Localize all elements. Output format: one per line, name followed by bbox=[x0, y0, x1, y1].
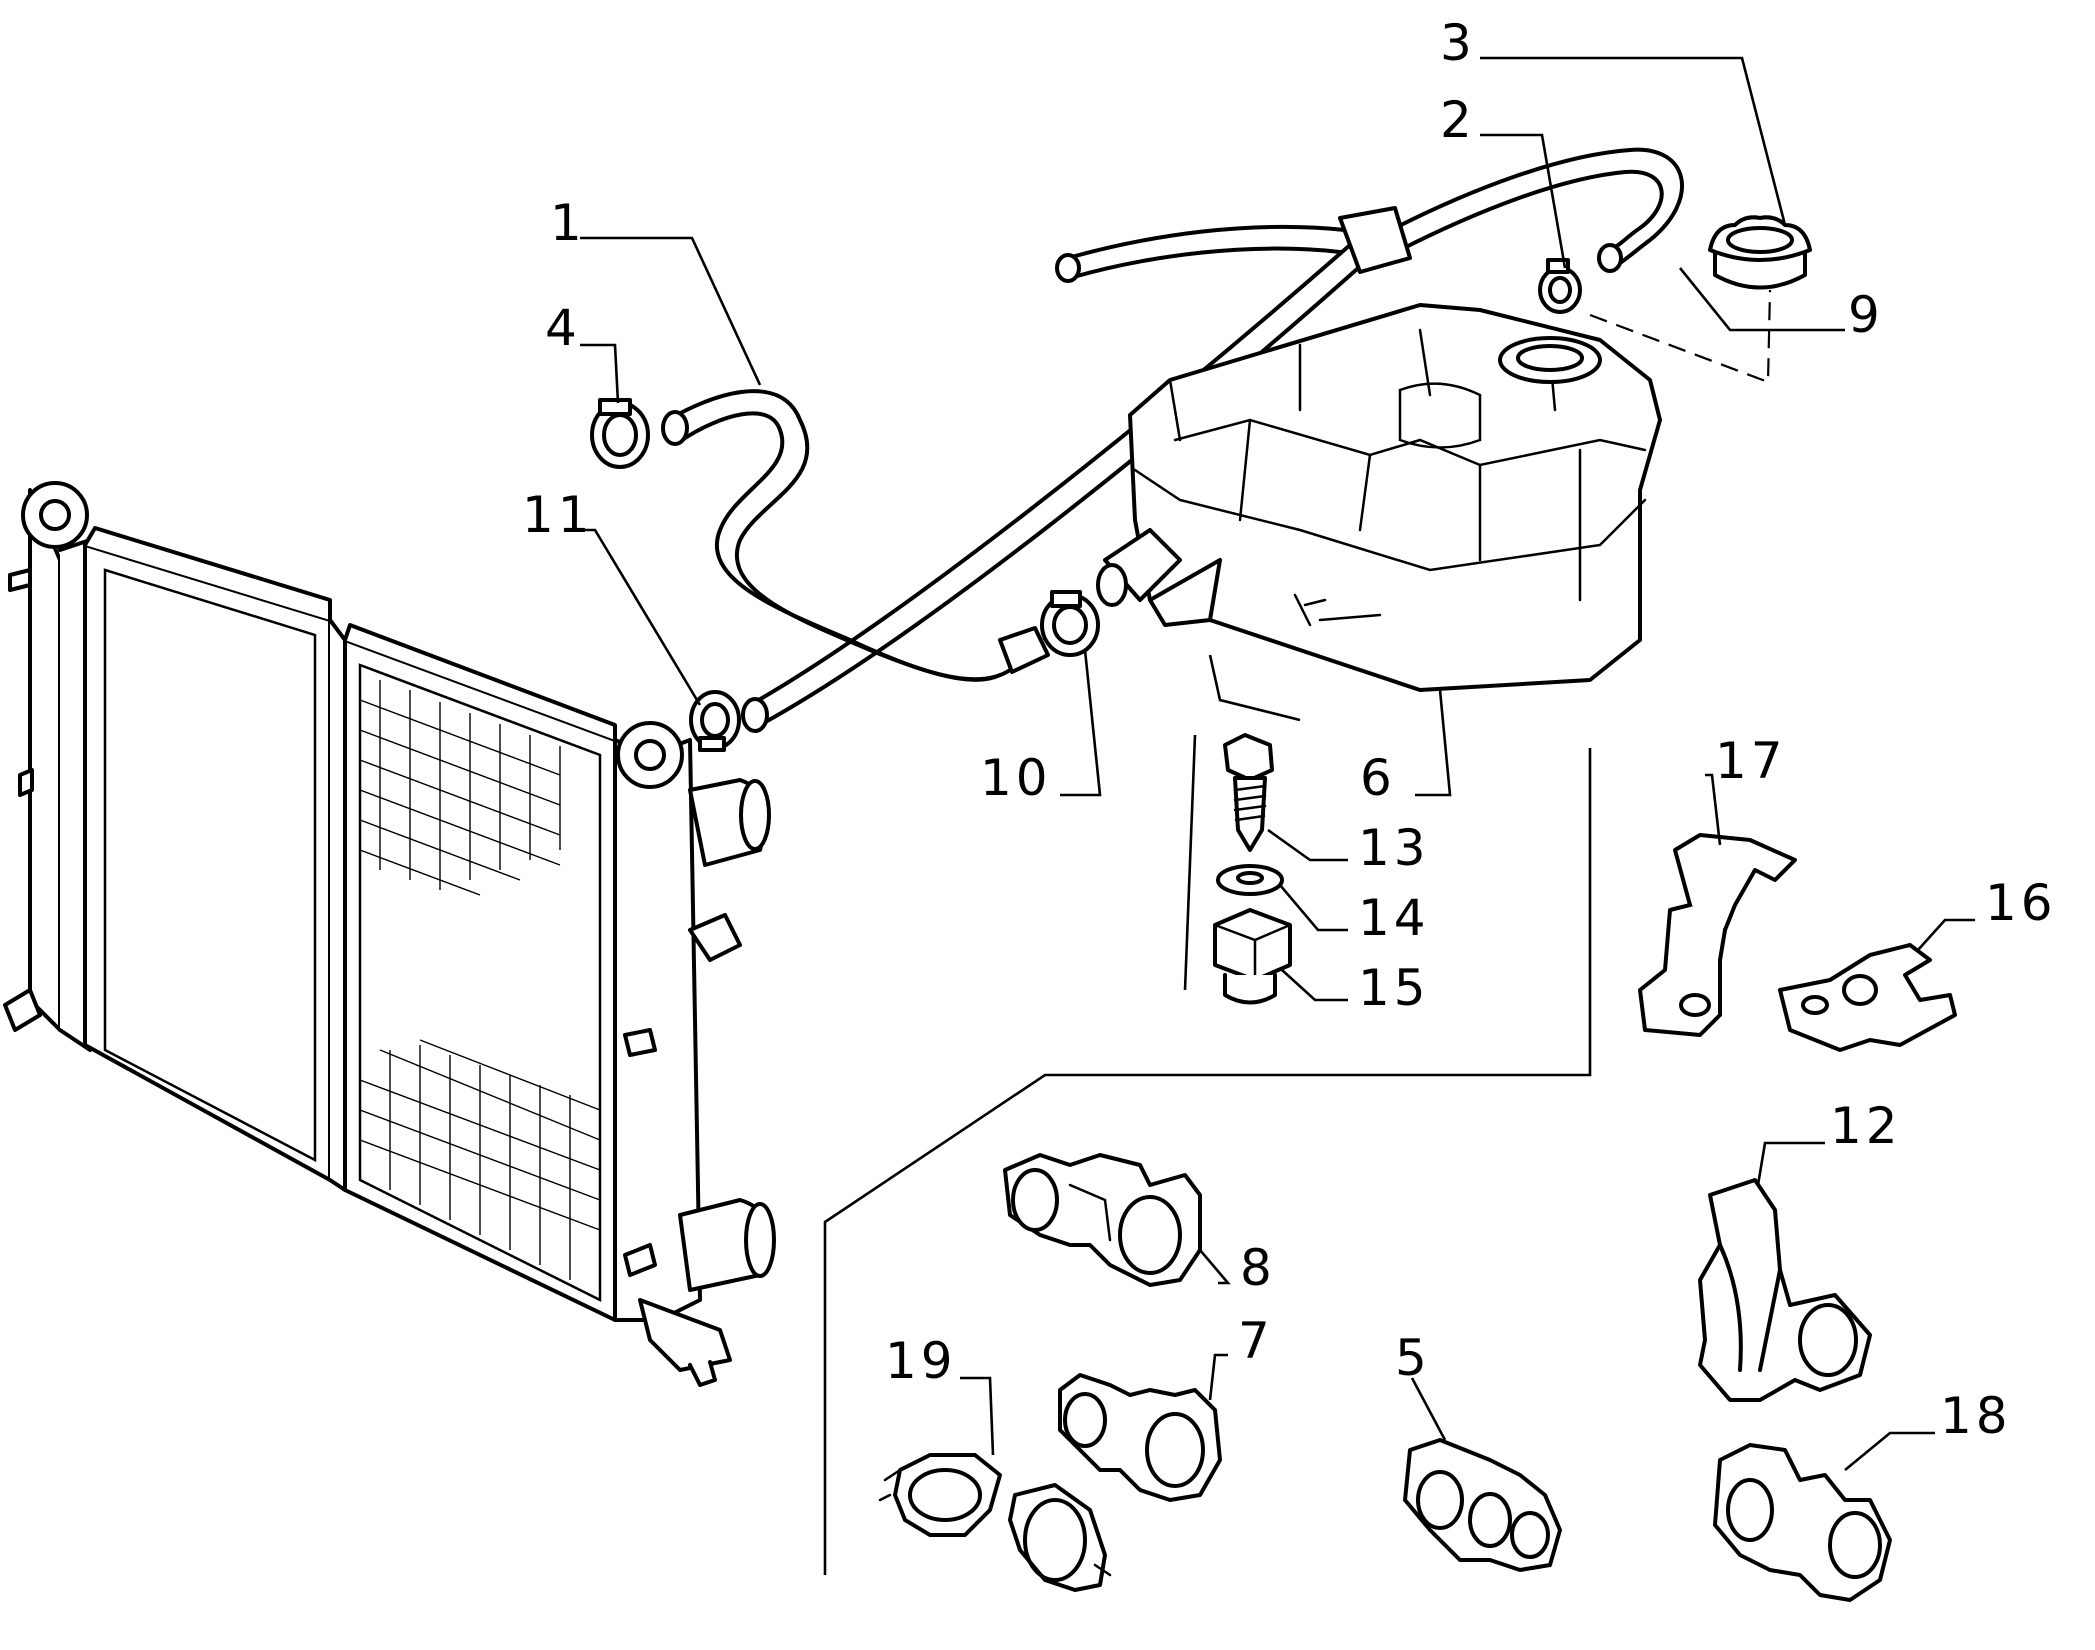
washer-14 bbox=[1216, 864, 1284, 896]
callout-7: 7 bbox=[1238, 1312, 1274, 1370]
callout-6: 6 bbox=[1360, 749, 1396, 807]
separator-line-vertical bbox=[1183, 734, 1197, 991]
callout-16: 16 bbox=[1985, 874, 2057, 932]
callout-19: 19 bbox=[885, 1332, 957, 1390]
callout-14: 14 bbox=[1358, 889, 1430, 947]
clip-7 bbox=[1058, 1373, 1222, 1502]
clip-17 bbox=[1638, 833, 1797, 1037]
callout-10: 10 bbox=[980, 749, 1052, 807]
expansion-tank-6 bbox=[1096, 303, 1662, 692]
hose-vent bbox=[1055, 147, 1685, 283]
callout-4: 4 bbox=[545, 299, 581, 357]
callout-5: 5 bbox=[1395, 1329, 1431, 1387]
hose-overflow bbox=[741, 243, 1367, 733]
callout-9: 9 bbox=[1848, 286, 1884, 344]
callout-15: 15 bbox=[1358, 959, 1430, 1017]
leader-lines bbox=[580, 56, 1975, 1472]
callout-17: 17 bbox=[1715, 732, 1787, 790]
callout-2: 2 bbox=[1440, 91, 1476, 149]
filler-cap-3 bbox=[1708, 215, 1812, 290]
hose-1 bbox=[661, 389, 1050, 682]
hose-clamp-4 bbox=[590, 398, 650, 469]
callout-labels: 1 2 3 4 11 10 6 9 13 14 15 17 16 12 18 5… bbox=[522, 14, 2057, 1445]
callout-3: 3 bbox=[1440, 14, 1476, 72]
clip-12 bbox=[1698, 1178, 1872, 1402]
clip-18 bbox=[1713, 1443, 1892, 1602]
callout-18: 18 bbox=[1940, 1387, 2012, 1445]
clip-19 bbox=[878, 1453, 1112, 1592]
clip-5 bbox=[1403, 1438, 1562, 1572]
callout-8: 8 bbox=[1240, 1239, 1276, 1297]
callout-11: 11 bbox=[522, 486, 594, 544]
callout-13: 13 bbox=[1358, 819, 1430, 877]
callout-12: 12 bbox=[1830, 1097, 1902, 1155]
bolt-13 bbox=[1223, 733, 1274, 852]
separator-line-box bbox=[823, 748, 1592, 1575]
hose-clamp-11 bbox=[689, 690, 741, 752]
callout-1: 1 bbox=[550, 194, 586, 252]
clip-8 bbox=[1003, 1153, 1202, 1287]
spacer-15 bbox=[1213, 908, 1292, 1005]
separator-line-left bbox=[1208, 654, 1301, 722]
clip-16 bbox=[1778, 943, 1957, 1052]
hose-clamp-10 bbox=[1040, 590, 1100, 657]
hose-clamp-2 bbox=[1538, 258, 1582, 314]
radiator bbox=[3, 481, 776, 1387]
